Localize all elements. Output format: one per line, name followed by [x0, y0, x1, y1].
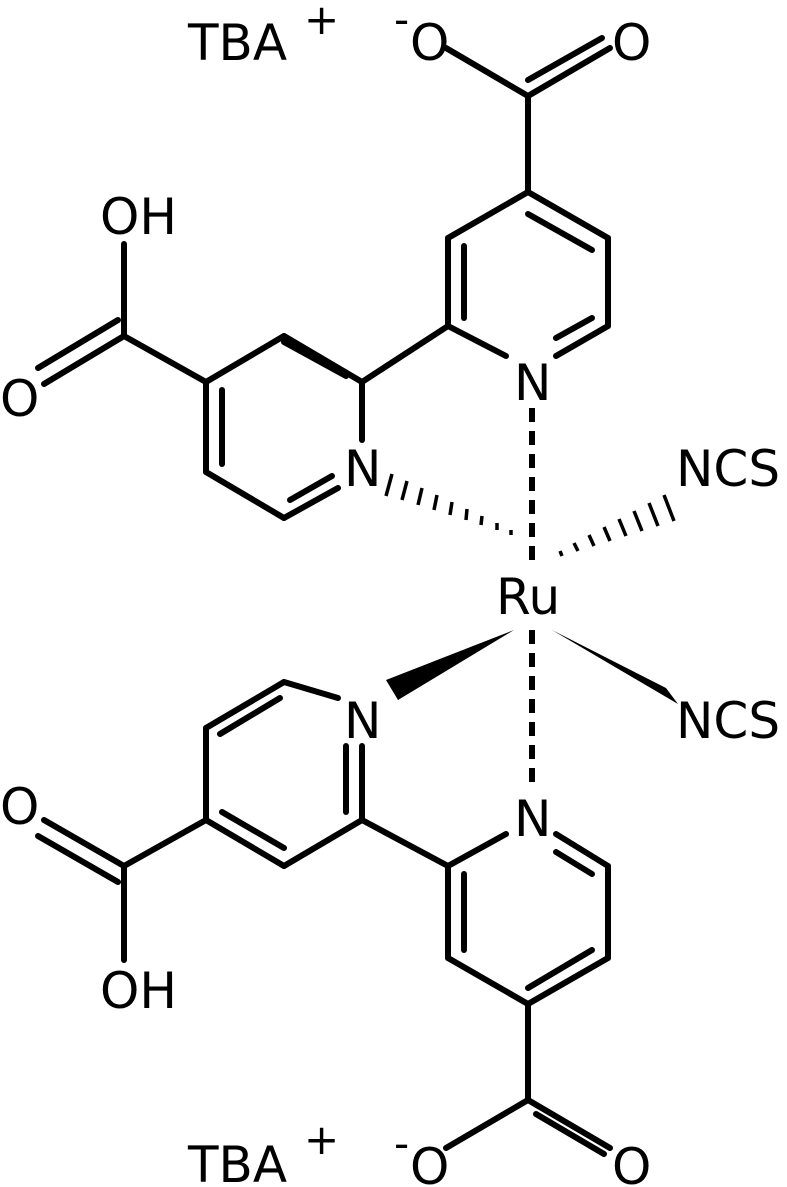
carboxylate-o-double-top: O	[612, 14, 651, 72]
carboxylate-o-minus-bottom: O	[410, 1138, 449, 1187]
anion-charge-top: -	[394, 0, 409, 44]
tba-cation-bottom: TBA	[187, 1136, 287, 1187]
o-upper: O	[0, 370, 39, 428]
carboxylate-o-minus-top: O	[410, 14, 449, 72]
n-upper-right: N	[514, 354, 551, 412]
n-lower-left: N	[344, 692, 381, 750]
ruthenium-center: Ru	[496, 568, 560, 626]
n-upper-left: N	[344, 440, 381, 498]
tba-charge-bottom: +	[304, 1115, 339, 1164]
hashed-bond-upper-left	[384, 473, 513, 535]
oh-lower: OH	[100, 962, 177, 1020]
tba-charge-top: +	[304, 0, 339, 44]
oh-upper: OH	[100, 188, 177, 246]
lower-bipyridine	[35, 679, 613, 1157]
tba-cation-top: TBA	[187, 14, 287, 72]
ncs-lower: NCS	[676, 692, 780, 750]
coordination-bonds	[384, 408, 678, 790]
wedge-bond-lower-left	[386, 630, 514, 700]
anion-charge-bottom: -	[394, 1119, 409, 1168]
ncs-upper: NCS	[676, 440, 780, 498]
wedge-bond-lower-ncs	[552, 630, 678, 704]
n-lower-right: N	[514, 790, 551, 848]
carboxylate-o-double-bottom: O	[612, 1138, 651, 1187]
o-lower: O	[0, 778, 39, 836]
upper-bipyridine	[35, 35, 613, 521]
hashed-bond-upper-ncs	[558, 494, 676, 557]
